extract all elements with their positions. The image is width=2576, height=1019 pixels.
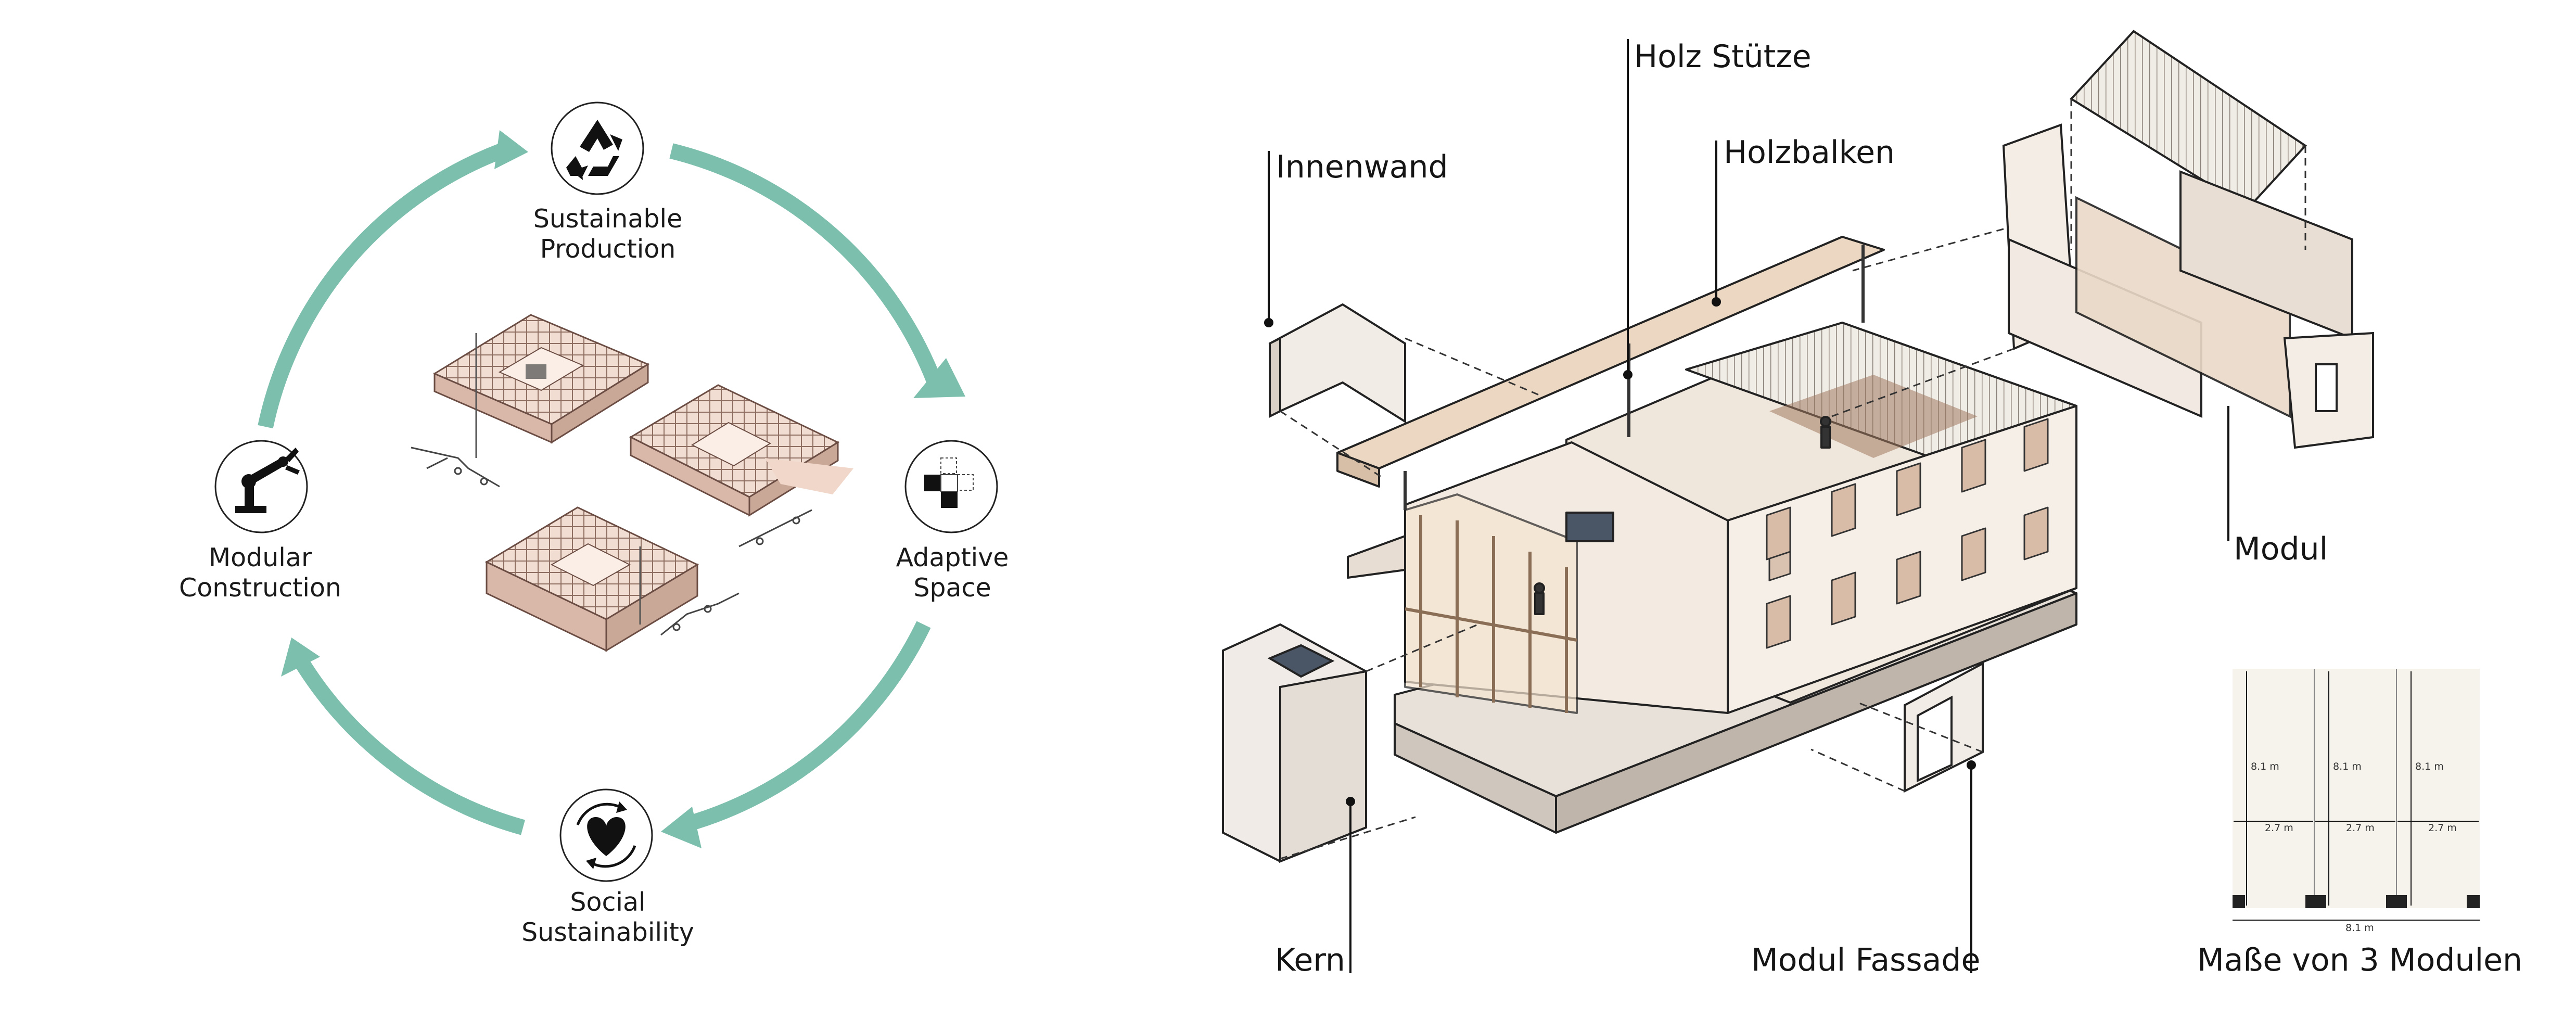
- label-line-1: Modular: [208, 543, 312, 572]
- cycle-arrows: [258, 139, 945, 835]
- arrowhead-3: [281, 638, 320, 677]
- callout-dots: [1264, 297, 1976, 806]
- label-line-2: Space: [913, 572, 991, 603]
- arrow-adaptive-to-social: [682, 621, 931, 833]
- node-modular-construction: [214, 440, 308, 533]
- node-sustainable-production: [551, 101, 644, 195]
- cycle-arrowheads: [281, 130, 965, 848]
- label-line-2: Production: [540, 234, 676, 264]
- label-adaptive-space: Adaptive Space: [896, 543, 1009, 603]
- kern-piece: [1222, 623, 1367, 863]
- exploded-module: [2002, 30, 2374, 449]
- tetris-blocks-icon: [924, 457, 974, 508]
- label-line-1: Adaptive: [896, 543, 1009, 572]
- dim-width-3: 2.7 m: [2428, 822, 2457, 834]
- label-line-1: Sustainable: [533, 204, 683, 234]
- innenwand-piece: [1268, 303, 1406, 424]
- arrowhead-2: [661, 807, 702, 848]
- arrowhead-4: [494, 130, 528, 169]
- dim-total-width: 8.1 m: [2345, 922, 2374, 934]
- heart-cycle-icon: [576, 801, 636, 869]
- module-cluster-bottom: [484, 506, 739, 652]
- callout-holz-stuetze: Holz Stütze: [1634, 39, 1812, 75]
- arrow-modular-to-production: [258, 139, 515, 429]
- node-adaptive-space: [904, 440, 998, 533]
- arrow-production-to-adaptive: [669, 143, 945, 391]
- label-sustainable-production: Sustainable Production: [533, 204, 683, 264]
- recycle-icon: [566, 120, 622, 180]
- module-cluster-right: [629, 384, 853, 547]
- label-social-sustainability: Social Sustainability: [521, 887, 694, 948]
- dimension-title: Maße von 3 Modulen: [2197, 942, 2523, 978]
- callout-modul-fassade: Modul Fassade: [1751, 942, 1981, 978]
- callout-modul: Modul: [2234, 531, 2328, 567]
- callout-kern: Kern: [1275, 942, 1345, 978]
- label-line-1: Social: [570, 887, 646, 917]
- dim-height-3: 8.1 m: [2415, 761, 2444, 772]
- dim-height-2: 8.1 m: [2333, 761, 2362, 772]
- dim-width-2: 2.7 m: [2346, 822, 2375, 834]
- dim-height-1: 8.1 m: [2251, 761, 2279, 772]
- label-modular-construction: Modular Construction: [179, 543, 341, 603]
- module-cluster-top: [411, 314, 650, 488]
- facade-windows: [1766, 418, 2049, 649]
- dashed-guides: [1280, 99, 2306, 860]
- arrowhead-1: [913, 358, 965, 398]
- callout-innenwand: Innenwand: [1276, 149, 1448, 185]
- label-line-2: Sustainability: [521, 917, 694, 947]
- callout-holzbalken: Holzbalken: [1724, 134, 1895, 171]
- label-line-2: Construction: [179, 572, 341, 603]
- balcony-frame: [1404, 493, 1578, 714]
- node-social-sustainability: [559, 788, 653, 882]
- dim-width-1: 2.7 m: [2265, 822, 2293, 834]
- dimension-drawing: [2233, 669, 2480, 921]
- robot-arm-icon: [235, 448, 300, 513]
- fassade-piece: [1904, 661, 1984, 793]
- arrow-social-to-modular: [294, 657, 525, 835]
- building-axonometric: [1336, 236, 2077, 834]
- callout-leaders: [1268, 39, 2229, 973]
